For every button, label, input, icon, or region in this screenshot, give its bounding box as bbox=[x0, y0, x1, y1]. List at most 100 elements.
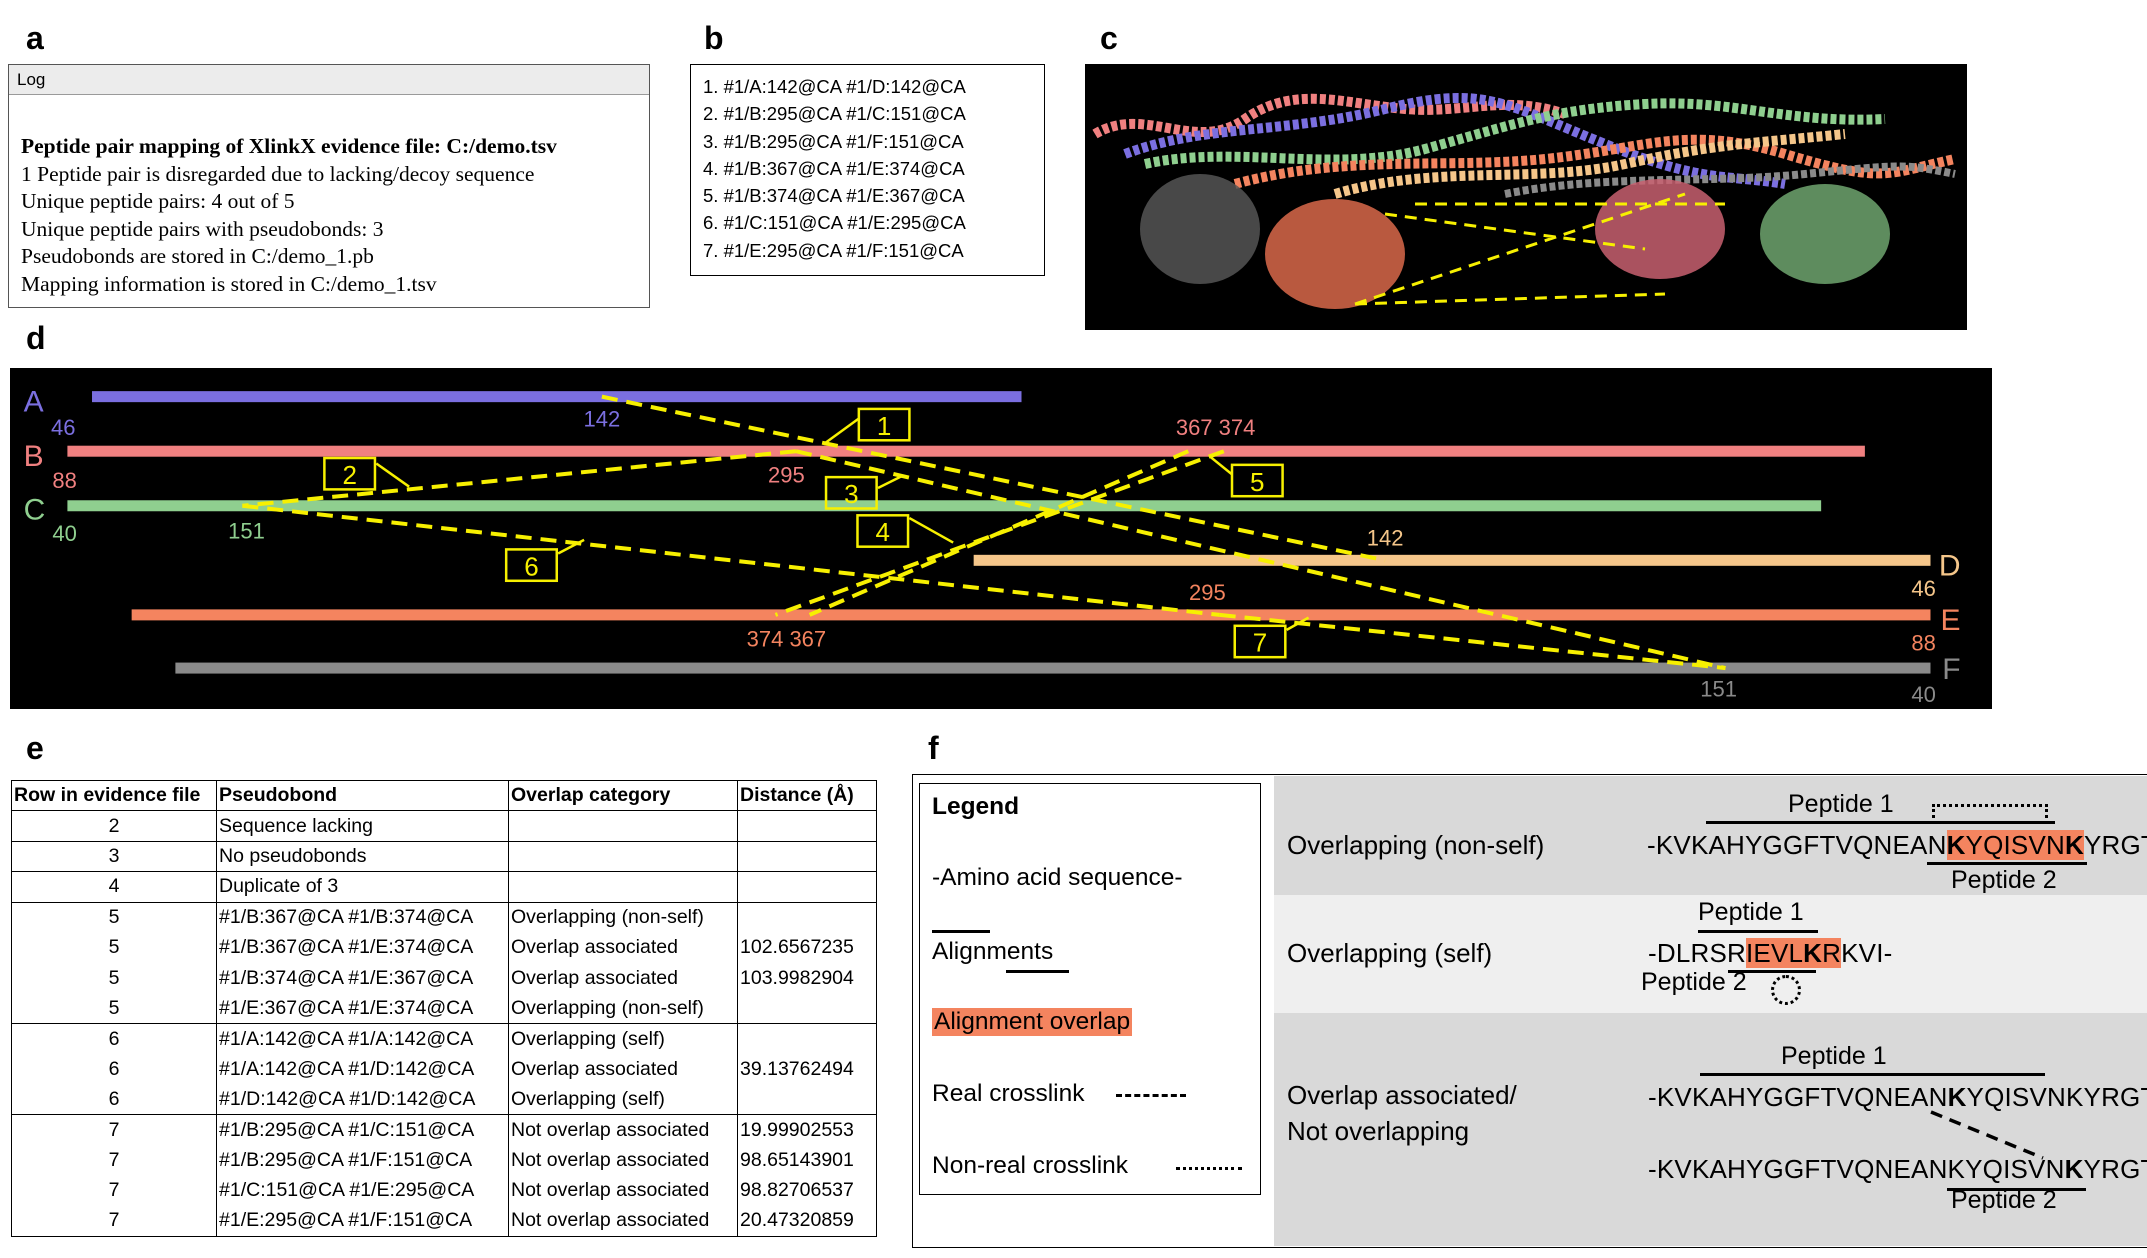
distance-cell bbox=[737, 810, 877, 842]
distance-cell: 39.13762494 bbox=[737, 1054, 877, 1085]
distance-cell bbox=[737, 993, 877, 1025]
panel-label-a: a bbox=[26, 20, 44, 56]
chain-id-label: D bbox=[1939, 549, 1961, 582]
peptide-2-alignment-line bbox=[1947, 1188, 2086, 1191]
overlap-category-cell: Not overlap associated bbox=[508, 1175, 738, 1206]
log-line: 1 Peptide pair is disregarded due to lac… bbox=[21, 161, 535, 186]
peptide-1-label: Peptide 1 bbox=[1788, 790, 1894, 818]
peptide-1-alignment-line bbox=[1700, 1073, 2045, 1076]
crosslink-line bbox=[601, 394, 1386, 563]
distance-cell bbox=[737, 901, 877, 933]
crosslink-callout-line bbox=[908, 516, 954, 544]
crosslink-number: 5 bbox=[1250, 467, 1264, 497]
residue-label: 151 bbox=[1700, 677, 1737, 702]
chain-bar-D bbox=[973, 554, 1931, 566]
overlap-category-cell: Not overlap associated bbox=[508, 1114, 738, 1146]
category-overlapping-self: Overlapping (self) bbox=[1287, 938, 1493, 968]
non-real-crosslink-bracket bbox=[1932, 804, 2048, 818]
legend-alignment-overlap: Alignment overlap bbox=[932, 1008, 1133, 1036]
crosslink-number-box bbox=[857, 407, 911, 442]
chain-start-label: 40 bbox=[52, 521, 76, 546]
residue-label: 151 bbox=[228, 519, 265, 544]
chain-bar-A bbox=[92, 391, 1022, 403]
crosslink-number: 4 bbox=[876, 517, 890, 547]
chain-start-label: 40 bbox=[1911, 682, 1935, 707]
crosslink-number: 1 bbox=[877, 411, 891, 441]
protein-structure-image bbox=[1085, 64, 1967, 330]
legend-title: Legend bbox=[932, 793, 1020, 820]
crosslink-number-box bbox=[1230, 463, 1284, 498]
overlap-category-cell: Overlapping (non-self) bbox=[508, 901, 738, 933]
legend-non-real-crosslink-line bbox=[1176, 1167, 1242, 1170]
distance-cell bbox=[737, 1023, 877, 1055]
distance-cell: 98.82706537 bbox=[737, 1175, 877, 1206]
distance-cell bbox=[737, 871, 877, 903]
pseudobond-list-item: 6. #1/C:151@CA #1/E:295@CA bbox=[703, 212, 966, 234]
category-not-overlapping: Not overlapping bbox=[1287, 1116, 1470, 1146]
pseudobond-list-item: 7. #1/E:295@CA #1/F:151@CA bbox=[703, 239, 964, 261]
crosslink-line bbox=[242, 503, 1220, 617]
pseudobond-cell: Sequence lacking bbox=[216, 810, 509, 842]
chain-start-label: 88 bbox=[52, 468, 76, 493]
distance-cell: 20.47320859 bbox=[737, 1205, 877, 1237]
crosslink-line bbox=[795, 449, 1726, 671]
legend-real-crosslink-line bbox=[1116, 1094, 1186, 1097]
evidence-table: Row in evidence file Pseudobond Overlap … bbox=[11, 779, 877, 1237]
crosslink-number: 6 bbox=[524, 551, 538, 581]
chain-bar-B bbox=[67, 445, 1865, 457]
crosslink-number: 7 bbox=[1253, 628, 1267, 658]
chain-start-label: 88 bbox=[1911, 630, 1935, 655]
peptide-2-label: Peptide 2 bbox=[1951, 1186, 2057, 1214]
legend-alignment-line bbox=[1006, 970, 1069, 973]
legend-real-crosslink: Real crosslink bbox=[932, 1080, 1085, 1107]
log-line: Unique peptide pairs with pseudobonds: 3 bbox=[21, 216, 384, 241]
crosslink-callout-line bbox=[1209, 455, 1233, 476]
residue-label: 367 374 bbox=[1176, 415, 1256, 440]
row-number-cell: 6 bbox=[11, 1023, 217, 1055]
helix-green bbox=[1143, 98, 1886, 169]
panel-label-d: d bbox=[26, 320, 46, 356]
crosslink-line bbox=[774, 449, 1225, 617]
chain-bar-E bbox=[131, 609, 1931, 621]
helix-tan bbox=[1333, 129, 1846, 199]
crosslink-number-box bbox=[1233, 624, 1287, 659]
chain-start-label: 46 bbox=[51, 415, 75, 440]
chain-bar-C bbox=[67, 500, 1822, 512]
row-number-cell: 3 bbox=[11, 840, 217, 873]
pseudobond-cell: #1/B:295@CA #1/F:151@CA bbox=[216, 1145, 509, 1176]
log-line: Unique peptide pairs: 4 out of 5 bbox=[21, 189, 295, 213]
peptide-2-alignment-line bbox=[1927, 862, 2087, 865]
pseudobond-cell: #1/E:367@CA #1/E:374@CA bbox=[216, 993, 509, 1025]
helix-gray bbox=[1504, 162, 1956, 198]
panel-label-f: f bbox=[928, 730, 939, 766]
peptide-2-label: Peptide 2 bbox=[1951, 866, 2057, 894]
helix-red bbox=[1092, 93, 1567, 139]
pseudobond-cell: #1/A:142@CA #1/D:142@CA bbox=[216, 1054, 509, 1085]
table-header: Row in evidence file bbox=[11, 779, 217, 812]
residue-label: 142 bbox=[584, 407, 621, 432]
legend-amino-acid-sequence: -Amino acid sequence- bbox=[932, 864, 1183, 891]
row-number-cell: 7 bbox=[11, 1205, 217, 1237]
pseudobond-list: 1. #1/A:142@CA #1/D:142@CA 2. #1/B:295@C… bbox=[690, 64, 1045, 276]
peptide-2-label: Peptide 2 bbox=[1641, 968, 1747, 996]
legend-alignment-line bbox=[932, 930, 990, 933]
domain-orange bbox=[1265, 199, 1405, 309]
category-overlap-associated: Overlap associated/ bbox=[1287, 1080, 1517, 1110]
pseudobond-list-item: 4. #1/B:367@CA #1/E:374@CA bbox=[703, 157, 965, 179]
panel-label-c: c bbox=[1100, 20, 1118, 56]
crosslink-number-box bbox=[824, 475, 878, 510]
crosslink-callout-line bbox=[557, 538, 585, 555]
log-window-title: Log bbox=[9, 65, 649, 95]
log-line: Pseudobonds are stored in C:/demo_1.pb bbox=[21, 244, 374, 268]
residue-label: 295 bbox=[1189, 580, 1226, 605]
row-number-cell: 6 bbox=[11, 1054, 217, 1085]
overlap-category-cell: Overlapping (non-self) bbox=[508, 993, 738, 1025]
crosslink-callout-line bbox=[1286, 616, 1310, 631]
